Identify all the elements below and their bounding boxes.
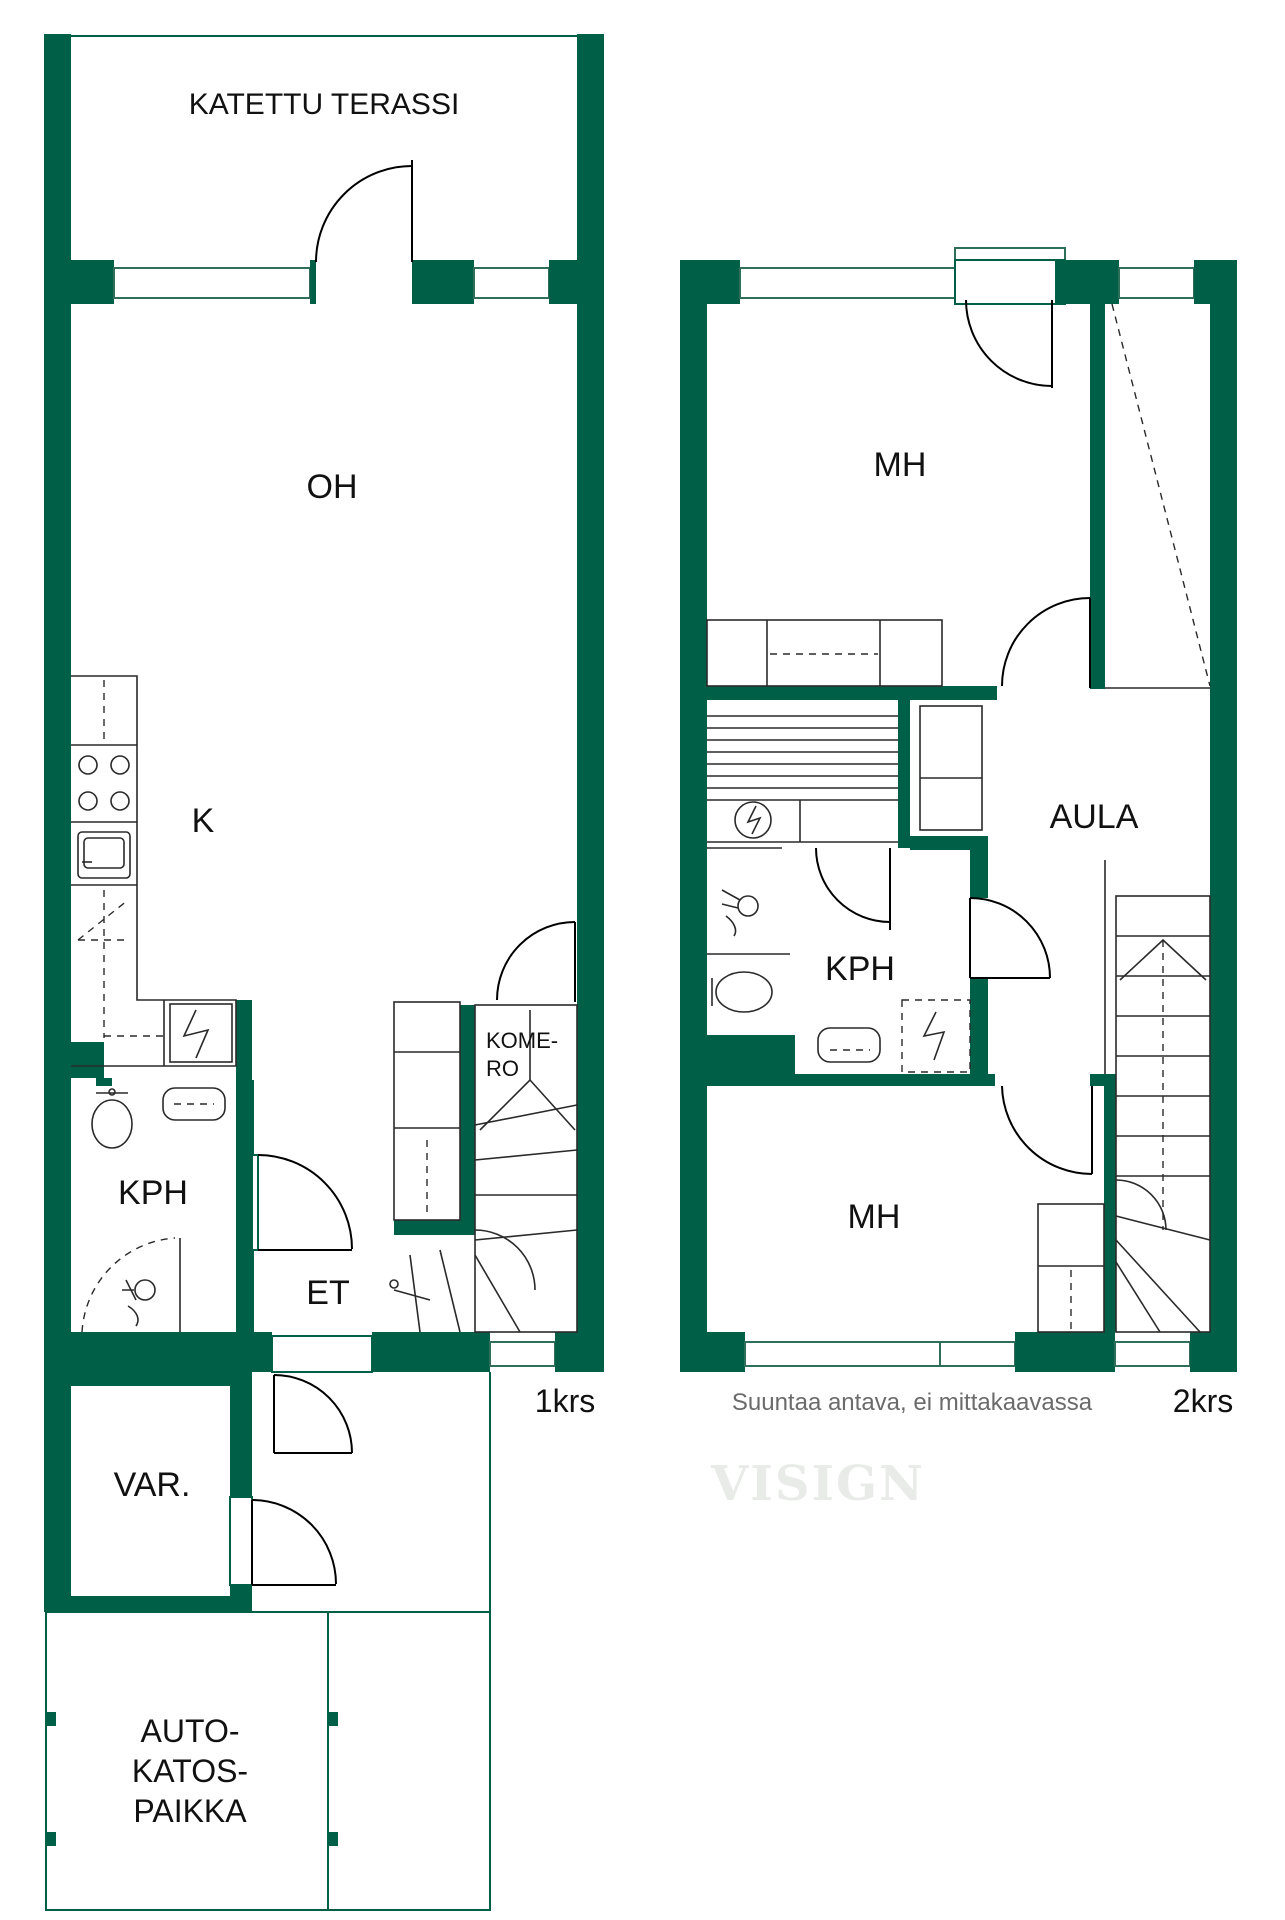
floor-1-bathroom-door bbox=[251, 1154, 353, 1251]
terrace-walls bbox=[44, 34, 604, 304]
label-bathroom-1: KPH bbox=[118, 1174, 188, 1212]
closet-door bbox=[496, 921, 576, 1002]
label-carport-line1: AUTO- bbox=[141, 1713, 240, 1749]
label-carport-line3: PAIKKA bbox=[133, 1793, 247, 1829]
sauna bbox=[707, 715, 898, 843]
floor-2-bedroom-door bbox=[965, 299, 1053, 388]
floor-2-wardrobe-bottom bbox=[1037, 1203, 1105, 1333]
label-bedroom-top: MH bbox=[874, 446, 927, 484]
floor-1-bottom-wall bbox=[44, 1332, 604, 1372]
kitchen-counter bbox=[71, 675, 237, 1067]
sauna-door bbox=[815, 847, 891, 930]
floor-2-right-wall bbox=[1210, 260, 1237, 1372]
entry-door-opening bbox=[271, 1335, 373, 1373]
label-floor-2: 2krs bbox=[1173, 1383, 1233, 1419]
bathroom-2-door bbox=[969, 897, 1051, 979]
room-labels: KATETTU TERASSI OH K KOME- RO KPH ET VAR… bbox=[114, 88, 1234, 1829]
floor-2-top-wall bbox=[680, 247, 1237, 305]
label-lobby: AULA bbox=[1050, 798, 1139, 836]
electric-cabinet-icon bbox=[169, 1003, 233, 1063]
floor-2-cabinet-icon bbox=[901, 999, 971, 1073]
floor-2-wardrobe-top bbox=[706, 619, 943, 687]
disclaimer-note: Suuntaa antava, ei mittakaavassa bbox=[732, 1389, 1093, 1416]
toilet-icon bbox=[91, 1088, 133, 1149]
floor-2-storage-dashed bbox=[1105, 303, 1211, 689]
label-entry: ET bbox=[306, 1274, 349, 1312]
label-closet-line2: RO bbox=[486, 1056, 519, 1081]
floor-2-staircase bbox=[1115, 895, 1211, 1333]
lobby-door-top bbox=[1001, 597, 1091, 688]
sink-icon bbox=[77, 831, 131, 879]
toilet-icon-2 bbox=[711, 971, 773, 1013]
stove-icon bbox=[78, 755, 130, 811]
label-floor-1: 1krs bbox=[535, 1383, 595, 1419]
floor-1-bathroom-fixtures bbox=[81, 1087, 226, 1333]
floor-2-left-wall bbox=[680, 260, 707, 1372]
storage-walls bbox=[44, 1372, 253, 1612]
terrace-door bbox=[315, 160, 413, 263]
floor-1-plan bbox=[44, 34, 604, 1911]
carport bbox=[45, 1611, 491, 1911]
yard-outline bbox=[252, 1372, 491, 1613]
floor-1-interior-walls bbox=[44, 1000, 475, 1332]
label-carport-line2: KATOS- bbox=[132, 1753, 248, 1789]
label-closet-line1: KOME- bbox=[486, 1028, 558, 1053]
wardrobe-units bbox=[393, 1001, 461, 1221]
washbasin-icon bbox=[162, 1087, 226, 1121]
floor-2-bottom-bedroom-door bbox=[1001, 1085, 1093, 1175]
shower-icon-2 bbox=[721, 889, 759, 937]
shower-icon bbox=[81, 1237, 181, 1333]
label-bathroom-2: KPH bbox=[825, 950, 895, 988]
label-kitchen: K bbox=[192, 802, 215, 840]
floor-1-staircase bbox=[389, 1004, 578, 1333]
floor-2-bottom-wall bbox=[680, 1332, 1237, 1372]
floor-1-right-wall bbox=[577, 260, 604, 1372]
floor-2-shelves bbox=[919, 705, 983, 831]
washbasin-icon-2 bbox=[817, 1027, 881, 1063]
floor-1-top-wall bbox=[44, 260, 604, 304]
label-storage: VAR. bbox=[114, 1466, 191, 1504]
sauna-stove-icon bbox=[734, 801, 772, 839]
label-bedroom-bottom: MH bbox=[848, 1198, 901, 1236]
floor-2-bathroom-fixtures bbox=[707, 847, 1051, 1073]
floor-2-plan bbox=[680, 247, 1237, 1372]
outdoor-doors bbox=[251, 1374, 353, 1586]
watermark-logo: VISIGN bbox=[710, 1456, 925, 1512]
dishwasher-icon bbox=[77, 899, 129, 941]
floor-2-interior-walls bbox=[707, 304, 1116, 1332]
label-terrace: KATETTU TERASSI bbox=[189, 88, 460, 121]
label-living-room: OH bbox=[307, 468, 358, 506]
